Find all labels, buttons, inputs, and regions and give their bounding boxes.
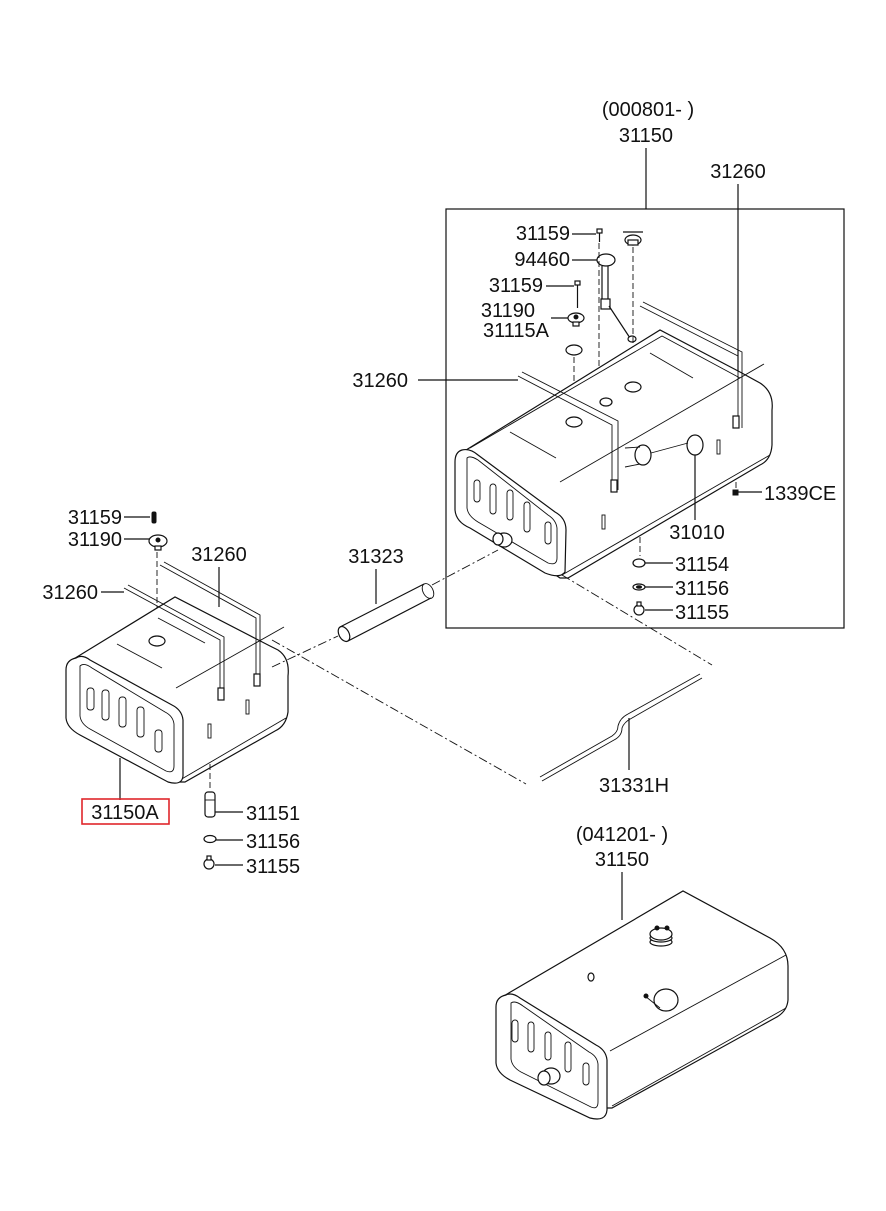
upper-group-frame — [445, 208, 845, 629]
upper-date-range: (000801- ) — [602, 99, 694, 121]
bolt-icon — [151, 511, 157, 524]
fuel-tank-lower[interactable] — [495, 890, 789, 1120]
fuel-tank-left[interactable] — [65, 561, 289, 784]
label-31190-left[interactable]: 31190 — [68, 529, 122, 551]
lower-group: (041201- ) 31150 — [495, 824, 789, 1120]
upper-group: (000801- ) 31150 31260 31159 94460 3115 — [352, 99, 845, 629]
label-94460[interactable]: 94460 — [514, 249, 570, 271]
label-31323[interactable]: 31323 — [348, 546, 404, 568]
label-31260-top[interactable]: 31260 — [710, 161, 766, 183]
plate-outline — [271, 639, 527, 785]
hose-pipe[interactable] — [336, 582, 436, 644]
label-31159-a[interactable]: 31159 — [516, 223, 570, 245]
label-31159-left[interactable]: 31159 — [68, 507, 122, 529]
protector-plate[interactable] — [539, 673, 703, 782]
label-31115A[interactable]: 31115A — [483, 320, 550, 342]
washer-icon — [203, 834, 217, 844]
fuel-sender-icon — [596, 253, 637, 343]
washer-icon — [632, 583, 646, 591]
label-31155-left[interactable]: 31155 — [246, 856, 300, 878]
fuel-tank-upper[interactable] — [454, 301, 773, 579]
plate-outline — [561, 574, 713, 666]
label-31154[interactable]: 31154 — [675, 554, 729, 576]
highlight-box — [81, 798, 170, 825]
label-31156-left[interactable]: 31156 — [246, 831, 300, 853]
fuel-cap-icon — [623, 231, 643, 246]
label-31331H[interactable]: 31331H — [599, 775, 669, 797]
clip-icon — [732, 489, 739, 496]
left-group: 31159 31190 31260 31260 — [42, 507, 300, 878]
label-31260-left-left[interactable]: 31260 — [42, 582, 98, 604]
label-31150A[interactable]: 31150A — [91, 802, 159, 824]
label-31010[interactable]: 31010 — [669, 522, 725, 544]
grommet-icon — [567, 312, 585, 327]
label-31260-left-right[interactable]: 31260 — [191, 544, 247, 566]
label-31159-b[interactable]: 31159 — [489, 275, 543, 297]
assembly-line — [271, 635, 339, 668]
label-31155[interactable]: 31155 — [675, 602, 729, 624]
label-31190[interactable]: 31190 — [481, 300, 535, 322]
bolt-icon — [633, 601, 645, 616]
label-31151[interactable]: 31151 — [246, 803, 300, 825]
pipe-and-plate: 31323 31331H — [271, 546, 713, 797]
lower-date-range: (041201- ) — [576, 824, 668, 846]
drain-plug-icon — [204, 791, 216, 818]
upper-part-number[interactable]: 31150 — [619, 125, 673, 147]
nut-icon — [632, 558, 646, 568]
grommet-icon — [148, 534, 168, 551]
label-31156[interactable]: 31156 — [675, 578, 729, 600]
bolt-icon — [574, 280, 581, 308]
bolt-icon — [203, 855, 215, 870]
bolt-icon — [596, 228, 603, 242]
lower-part-number[interactable]: 31150 — [595, 849, 649, 871]
label-31260-left[interactable]: 31260 — [352, 370, 408, 392]
assembly-line — [431, 549, 499, 586]
label-1339CE[interactable]: 1339CE — [764, 483, 836, 505]
